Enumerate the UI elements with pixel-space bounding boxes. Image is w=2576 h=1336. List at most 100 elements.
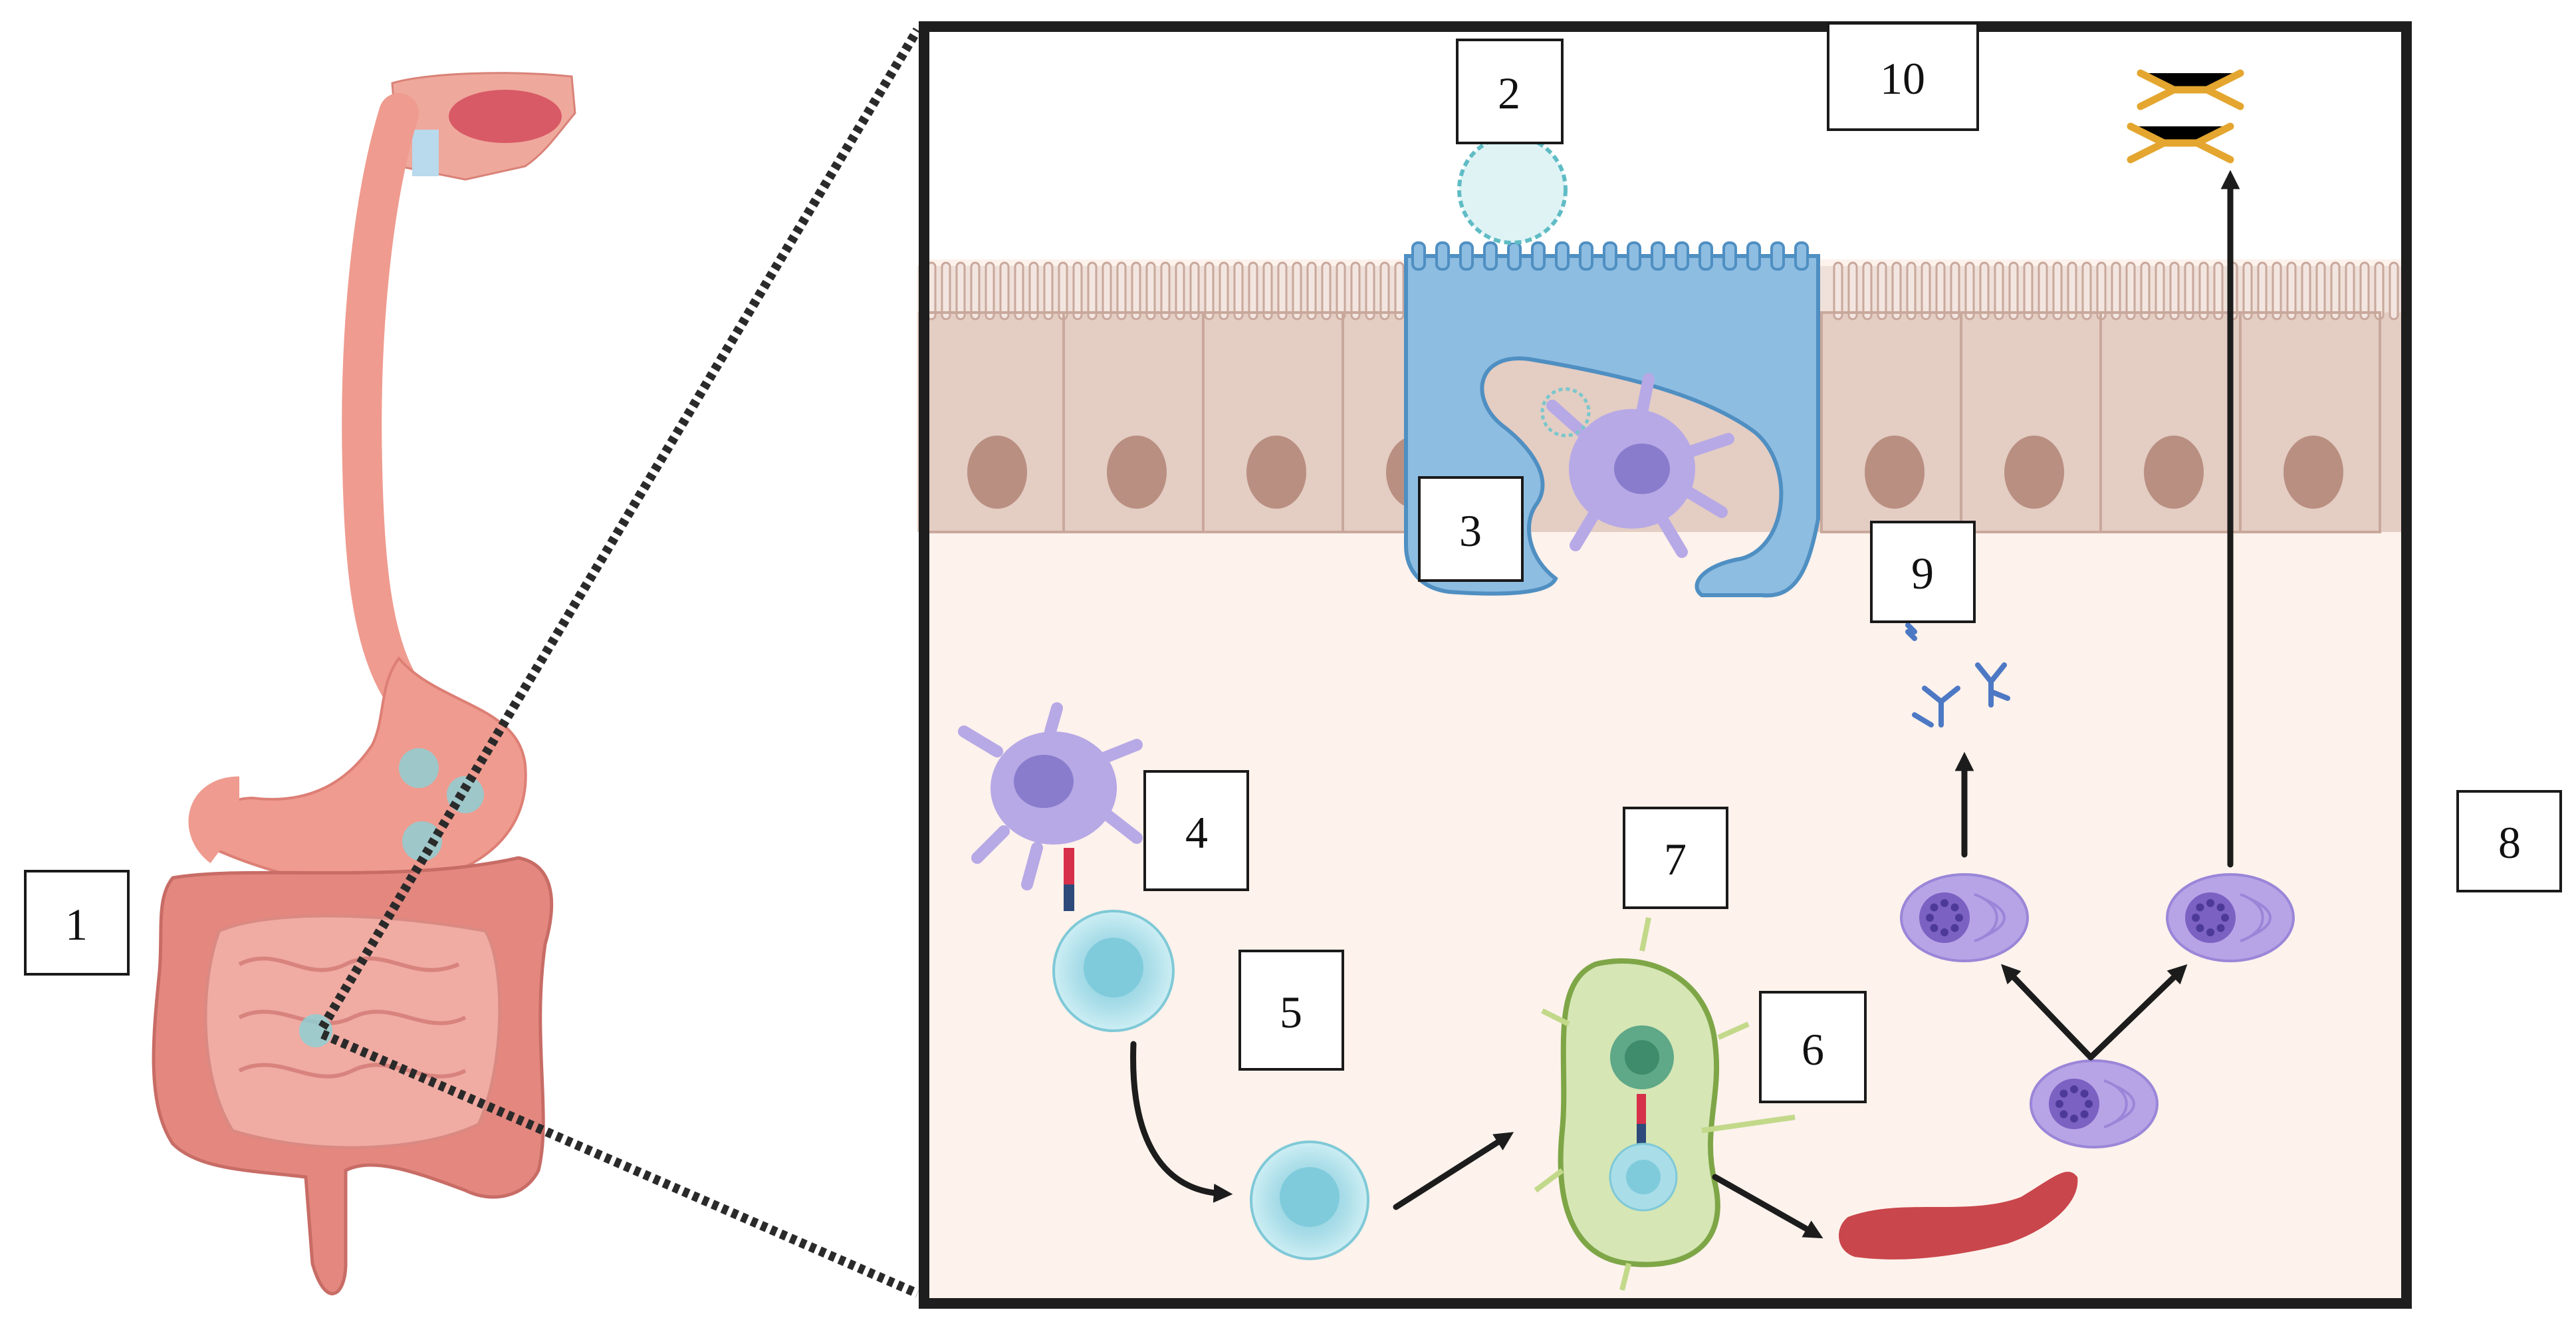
t-cell-icon <box>1250 1140 1369 1260</box>
microvillus <box>1847 261 1858 321</box>
label-3: 3 <box>1418 476 1524 582</box>
microvillus <box>1292 261 1302 321</box>
arrow-to-blood <box>1712 1174 1823 1239</box>
microvillus <box>2096 261 2107 321</box>
microvillus <box>1233 261 1244 321</box>
m-cell-villus <box>1651 241 1665 271</box>
microvillus <box>2052 261 2063 321</box>
microvillus <box>2359 261 2370 321</box>
microvillus <box>1979 261 1990 321</box>
plasma-cell-icon <box>1900 873 2029 962</box>
label-10: 10 <box>1827 22 1979 131</box>
stomach <box>210 656 527 887</box>
arrow-activation <box>1130 1041 1233 1203</box>
microvillus <box>2023 261 2034 321</box>
microvillus <box>1833 261 1843 321</box>
microvillus <box>1219 261 1229 321</box>
microvillus <box>2184 261 2194 321</box>
tongue <box>449 90 562 143</box>
microvillus <box>1102 261 1112 321</box>
microvillus <box>1043 261 1054 321</box>
microvillus <box>1964 261 1975 321</box>
epithelial-nucleus <box>1246 436 1306 509</box>
t-cell-icon <box>1052 910 1175 1032</box>
microvillus <box>1379 261 1390 321</box>
microvillus <box>2169 261 2180 321</box>
m-cell-villus <box>1531 241 1546 271</box>
label-2: 2 <box>1456 39 1564 144</box>
antigen-particle-icon <box>399 748 439 788</box>
microvillus <box>1145 261 1156 321</box>
microvillus <box>2111 261 2121 321</box>
epithelial-nucleus <box>2144 436 2204 509</box>
microvillus <box>1175 261 1185 321</box>
label-5: 5 <box>1238 950 1344 1071</box>
microvillus <box>1950 261 1960 321</box>
label-6: 6 <box>1759 991 1867 1103</box>
antigen-particle-icon <box>447 776 484 813</box>
microvillus <box>2067 261 2077 321</box>
antigen-particle-icon <box>1457 134 1568 245</box>
arrow-to-follicle <box>1393 1132 1514 1210</box>
microvillus <box>1028 261 1039 321</box>
microvillus <box>2008 261 2019 321</box>
svg-text:3: 3 <box>1459 505 1482 556</box>
microvillus <box>1306 261 1317 321</box>
m-cell-villus <box>1411 241 1426 271</box>
label-9: 9 <box>1870 521 1976 623</box>
m-cell-villus <box>1770 241 1785 271</box>
epithelial-nucleus <box>1107 436 1167 509</box>
plasma-cell-icon <box>2030 1059 2159 1148</box>
microvillus <box>2038 261 2048 321</box>
microvillus <box>1014 261 1024 321</box>
esophagus <box>342 93 419 705</box>
epithelial-nucleus <box>2283 436 2343 509</box>
microvillus <box>2272 261 2282 321</box>
zoom-panel <box>917 21 2412 1309</box>
m-cell-villus <box>1507 241 1522 271</box>
microvillus <box>2389 261 2399 321</box>
m-cell-villus <box>1483 241 1498 271</box>
m-cell-villi <box>1411 241 1809 271</box>
dendritic-cell-icon <box>958 702 1143 911</box>
epithelial-cell <box>2239 311 2381 533</box>
microvillus <box>941 261 951 321</box>
svg-text:1: 1 <box>65 899 88 950</box>
zoom-line-top <box>318 27 922 1030</box>
plasma-cell-icon <box>2166 873 2295 962</box>
svg-text:10: 10 <box>1880 53 1925 104</box>
label-8: 8 <box>2456 790 2562 892</box>
m-cell-villus <box>1794 241 1809 271</box>
microvillus <box>1336 261 1346 321</box>
label-4: 4 <box>1143 770 1249 891</box>
microvillus <box>2125 261 2136 321</box>
antigen-particle-icon <box>299 1014 332 1047</box>
microvillus <box>1277 261 1288 321</box>
epithelial-nucleus <box>1865 436 1925 509</box>
microvillus <box>1131 261 1141 321</box>
svg-text:5: 5 <box>1280 987 1302 1037</box>
secretory-iga-icon <box>2127 69 2244 164</box>
dendritic-cell-icon <box>1546 373 1734 558</box>
zoom-frame <box>919 21 2412 1309</box>
microvillus <box>2198 261 2209 321</box>
m-cell-villus <box>1555 241 1570 271</box>
microvillus <box>2301 261 2311 321</box>
microvilli <box>926 261 2399 321</box>
svg-text:6: 6 <box>1802 1024 1824 1075</box>
microvillus <box>1891 261 1902 321</box>
small-intestine <box>204 914 501 1149</box>
m-cell-villus <box>1698 241 1713 271</box>
microvillus <box>1262 261 1273 321</box>
microvillus <box>2374 261 2385 321</box>
microvillus <box>1906 261 1917 321</box>
label-7: 7 <box>1623 807 1728 909</box>
microvillus <box>1365 261 1375 321</box>
epithelial-nucleus <box>2004 436 2064 509</box>
microvillus <box>2242 261 2253 321</box>
microvillus <box>1058 261 1068 321</box>
microvillus <box>1321 261 1332 321</box>
microvillus <box>1072 261 1083 321</box>
microvillus <box>985 261 995 321</box>
